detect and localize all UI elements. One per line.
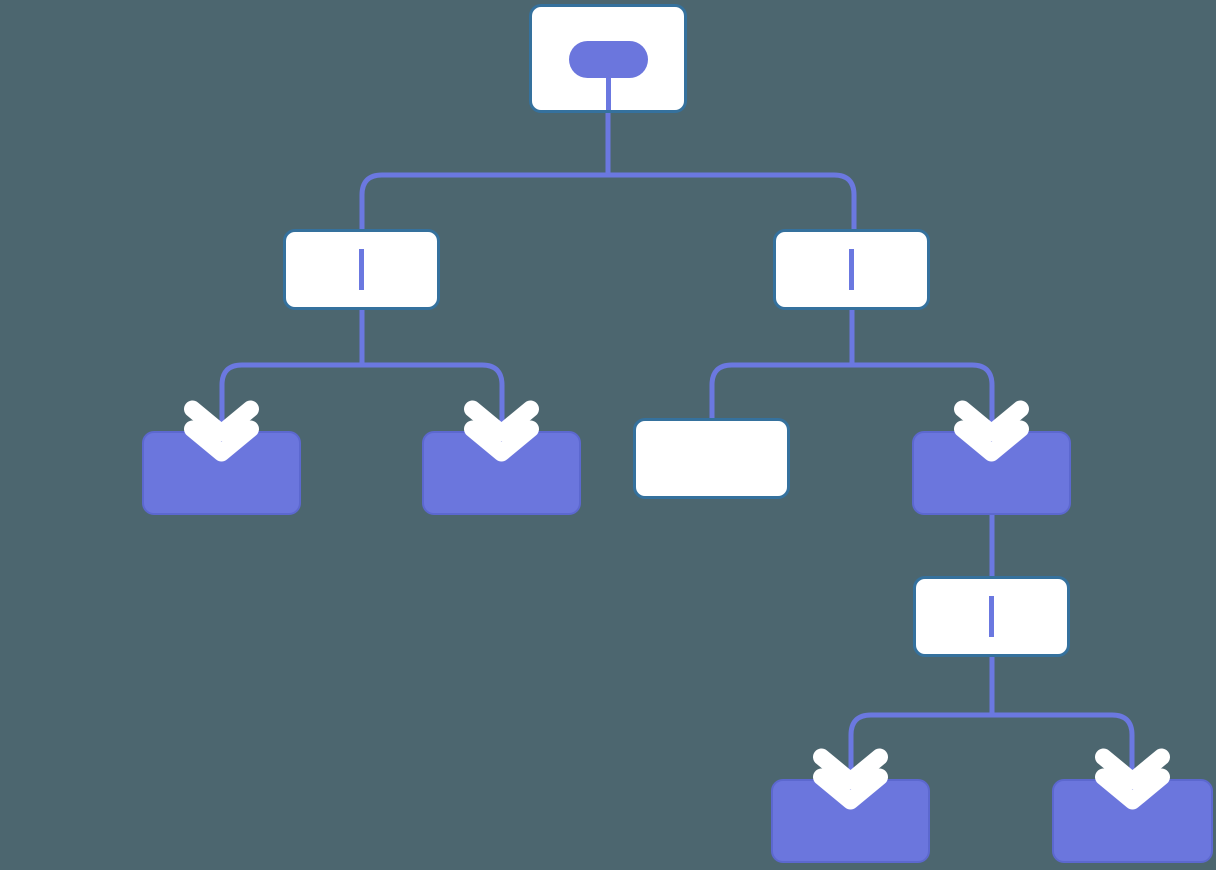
vertical-bar-icon — [989, 596, 994, 637]
root-node[interactable] — [529, 4, 687, 113]
leaf-node-e[interactable] — [771, 779, 930, 863]
pill-badge-icon — [569, 41, 648, 78]
level4-node[interactable] — [913, 576, 1070, 657]
root-stem-line — [605, 78, 611, 110]
leaf-node-f[interactable] — [1052, 779, 1213, 863]
leaf-node-b[interactable] — [422, 431, 581, 515]
level2-right-node[interactable] — [773, 229, 930, 310]
vertical-bar-icon — [849, 249, 854, 290]
level2-left-node[interactable] — [283, 229, 440, 310]
vertical-bar-icon — [359, 249, 364, 290]
branch-node-d[interactable] — [912, 431, 1071, 515]
plain-node-c[interactable] — [633, 418, 790, 499]
leaf-node-a[interactable] — [142, 431, 301, 515]
